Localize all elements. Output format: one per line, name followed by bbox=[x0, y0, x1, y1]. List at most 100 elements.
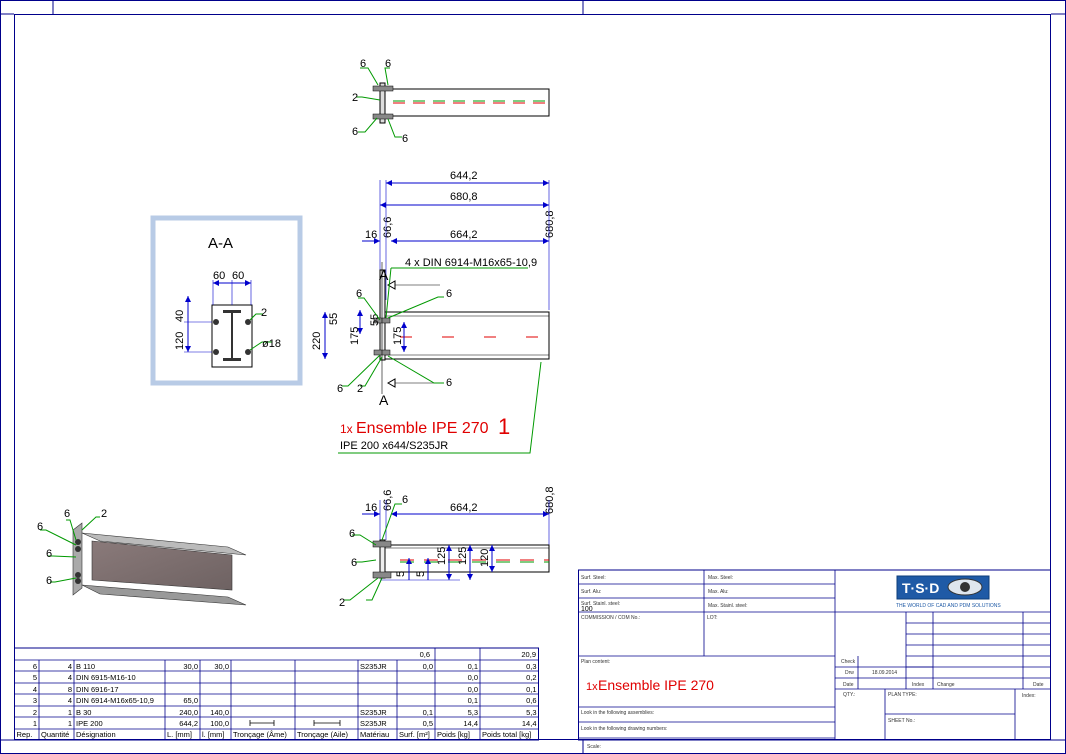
lbl-index: Index bbox=[912, 682, 925, 688]
section-dim-top-left: 60 bbox=[213, 270, 225, 282]
top-view-label-3: 2 bbox=[352, 92, 358, 104]
lbl-plan-content: Plan content: bbox=[581, 659, 610, 665]
title-block: Surf. Steel: Max. Steel: Surf. Alu: Max.… bbox=[578, 569, 1051, 750]
lbl-sheet-no: SHEET No.: bbox=[888, 718, 915, 724]
bom-cell: 14,4 bbox=[463, 719, 478, 728]
top-view-label-1: 6 bbox=[360, 58, 366, 70]
bottom-dim-5-a: 5 bbox=[395, 571, 407, 577]
bom-header-cell: Poids total [kg] bbox=[482, 730, 531, 739]
content-prefix: 1x bbox=[586, 681, 598, 693]
lbl-commission: COMMISSION / COM No.: bbox=[581, 615, 640, 621]
bom-cell: 65,0 bbox=[183, 696, 198, 705]
bom-header-cell: Désignation bbox=[76, 730, 116, 739]
isometric-view: 6 2 6 6 6 bbox=[37, 508, 247, 606]
bom-cell: 30,0 bbox=[214, 662, 229, 671]
bolt-hole bbox=[245, 319, 251, 325]
front-dim-16: 16 bbox=[365, 229, 377, 241]
bom-header-cell: Rep. bbox=[17, 730, 33, 739]
bom-cell: 8 bbox=[68, 685, 72, 694]
bom-cell: 1 bbox=[33, 719, 37, 728]
bom-cell: 0,1 bbox=[423, 708, 433, 717]
bom-cell: 4 bbox=[33, 685, 37, 694]
bom-cell: 0,2 bbox=[526, 673, 536, 682]
front-dim-664: 664,2 bbox=[450, 229, 478, 241]
front-label-2: 6 bbox=[446, 288, 452, 300]
iso-label-5: 6 bbox=[46, 575, 52, 587]
section-mark-top: A bbox=[379, 267, 389, 283]
bom-cell: 6 bbox=[33, 662, 37, 671]
lbl-max-steel: Max. Steel: bbox=[708, 575, 733, 581]
front-dim-175-right: 175 bbox=[392, 327, 404, 345]
bom-cell: 0,1 bbox=[468, 662, 478, 671]
top-view-label-4: 6 bbox=[352, 126, 358, 138]
bom-header-cell: Matériau bbox=[360, 730, 389, 739]
bolt-hole bbox=[245, 349, 251, 355]
bom-header-cell: Tronçage (Âme) bbox=[233, 730, 287, 739]
bottom-label-4: 2 bbox=[339, 597, 345, 609]
bom-cell: 1 bbox=[68, 708, 72, 717]
drw-date: 18.09.2014 bbox=[872, 670, 897, 676]
bom-cell: S235JR bbox=[360, 662, 387, 671]
front-dim-66: 66,6 bbox=[382, 217, 394, 238]
logo-tagline: THE WORLD OF CAD AND PDM SOLUTIONS bbox=[896, 603, 1001, 609]
front-dim-55-left: 55 bbox=[328, 313, 340, 325]
bom-cell: 0,3 bbox=[526, 662, 536, 671]
bottom-dim-16: 16 bbox=[365, 502, 377, 514]
front-dim-680: 680,8 bbox=[450, 191, 478, 203]
bom-header-cell: Tronçage (Aile) bbox=[297, 730, 348, 739]
assembly-prefix: 1x bbox=[340, 422, 353, 436]
lbl-date: Date bbox=[843, 682, 854, 688]
bom-cell: 644,2 bbox=[179, 719, 198, 728]
iso-label-3: 6 bbox=[37, 521, 43, 533]
bom-cell: 0,5 bbox=[423, 719, 433, 728]
bottom-dim-680: 680,8 bbox=[544, 486, 556, 514]
section-dim-left-120: 120 bbox=[174, 332, 186, 350]
top-view: 6 6 2 6 6 bbox=[352, 58, 550, 145]
tsd-logo: T·S·D THE WORLD OF CAD AND PDM SOLUTIONS bbox=[896, 575, 1001, 609]
bom-cell: 2 bbox=[33, 708, 37, 717]
iso-label-1: 6 bbox=[64, 508, 70, 520]
section-title: A-A bbox=[208, 235, 233, 252]
bom-cell: S235JR bbox=[360, 708, 387, 717]
section-view-a-a: A-A 60 60 120 40 2 ø18 bbox=[150, 215, 303, 386]
bom-cell: 5,3 bbox=[526, 708, 536, 717]
bottom-dim-120: 120 bbox=[479, 549, 491, 567]
bom-cell: DIN 6915-M16-10 bbox=[76, 673, 136, 682]
bolt-hole bbox=[213, 349, 219, 355]
bottom-dim-125-a: 125 bbox=[436, 547, 448, 565]
bom-cell: 0,0 bbox=[423, 662, 433, 671]
lbl-assembly-ref: Look in the following assemblies: bbox=[581, 710, 654, 716]
front-label-1: 6 bbox=[356, 288, 362, 300]
bom-cell: B 30 bbox=[76, 708, 91, 717]
bottom-label-2: 6 bbox=[349, 528, 355, 540]
bom-cell: B 110 bbox=[76, 662, 95, 671]
bom-cell: 0,0 bbox=[468, 685, 478, 694]
bom-summary-surface: 0,6 bbox=[420, 650, 430, 659]
bom-cell: 3 bbox=[33, 696, 37, 705]
lbl-scale: Scale: bbox=[587, 744, 601, 750]
front-label-4: 2 bbox=[357, 383, 363, 395]
front-dim-644: 644,2 bbox=[450, 170, 478, 182]
bottom-dim-664: 664,2 bbox=[450, 502, 478, 514]
bom-cell: 240,0 bbox=[179, 708, 198, 717]
lbl-drw: Drw bbox=[845, 670, 854, 676]
bom-header-cell: Surf. [m²] bbox=[399, 730, 430, 739]
bom-cell: IPE 200 bbox=[76, 719, 103, 728]
lbl-lot: LOT: bbox=[707, 615, 718, 621]
bom-cell: 4 bbox=[68, 662, 72, 671]
section-hole-label: ø18 bbox=[262, 338, 281, 350]
bottom-dim-125-b: 125 bbox=[457, 547, 469, 565]
bom-cell: S235JR bbox=[360, 719, 387, 728]
top-view-label-2: 6 bbox=[385, 58, 391, 70]
front-dim-680-vert: 680,8 bbox=[544, 210, 556, 238]
bom-header-cell: L. [mm] bbox=[167, 730, 192, 739]
assembly-name: Ensemble IPE 270 bbox=[356, 420, 489, 437]
section-part-label: 2 bbox=[261, 307, 267, 319]
bottom-view: 664,2 16 66,6 680,8 125 125 120 5 5 bbox=[339, 486, 556, 609]
front-dim-55-right: 55 bbox=[369, 314, 381, 326]
top-view-label-5: 6 bbox=[402, 133, 408, 145]
